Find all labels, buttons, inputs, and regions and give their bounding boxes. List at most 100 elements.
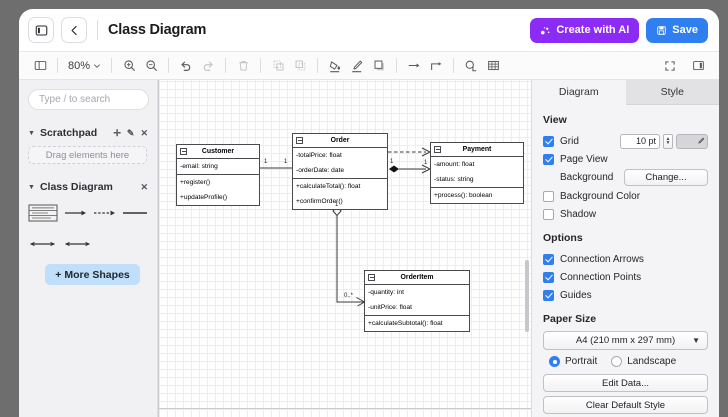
toolbar-separator: [260, 58, 262, 73]
dependency-arrow-icon[interactable]: [94, 208, 116, 218]
uml-class-customer[interactable]: Customer -email: string +register() +upd…: [176, 144, 260, 206]
to-front-icon[interactable]: [267, 55, 289, 77]
guides-checkbox[interactable]: [543, 289, 554, 301]
class-diagram-section-header[interactable]: ▼ Class Diagram ✕: [28, 181, 148, 193]
bidirectional-line-alt-icon[interactable]: [65, 239, 90, 249]
tab-style[interactable]: Style: [625, 80, 719, 105]
uml-class-name: Payment: [462, 146, 492, 153]
shadow-checkbox[interactable]: [543, 208, 554, 220]
uml-class-order[interactable]: Order -totalPrice: float -orderDate: dat…: [292, 133, 388, 210]
connection-arrows-checkbox[interactable]: [543, 253, 554, 265]
uml-class-orderitem[interactable]: OrderItem -quantity: int -unitPrice: flo…: [364, 270, 470, 332]
association-arrow-icon[interactable]: [65, 208, 87, 218]
format-panel: Diagram Style View Grid ▲ ▼: [531, 80, 719, 417]
uml-class-payment[interactable]: Payment -amount: float -status: string +…: [430, 142, 524, 204]
search-input[interactable]: [28, 89, 149, 110]
grid-size-input[interactable]: [620, 133, 660, 149]
connection-points-checkbox[interactable]: [543, 271, 554, 283]
collapse-icon[interactable]: [368, 274, 375, 281]
page-boundary-left: [158, 80, 159, 417]
page-boundary-bottom: [158, 408, 531, 409]
uml-attribute-row: -amount: float: [434, 161, 475, 168]
connection-arrows-row: Connection Arrows: [543, 250, 708, 268]
class-shape-icon[interactable]: [28, 204, 58, 222]
toolbar-separator: [453, 58, 455, 73]
grid-color-swatch[interactable]: [676, 133, 708, 149]
uml-methods-section: +register() +updateProfile(): [177, 175, 259, 205]
back-button[interactable]: [61, 17, 87, 43]
uml-attributes-section: -amount: float -status: string: [431, 157, 523, 188]
uml-method-row: +calculateTotal(): float: [296, 183, 361, 190]
zoom-out-icon[interactable]: [140, 55, 162, 77]
clear-default-style-button[interactable]: Clear Default Style: [543, 396, 708, 414]
scratchpad-dropzone[interactable]: Drag elements here: [28, 146, 147, 164]
create-with-ai-button[interactable]: Create with AI: [530, 17, 640, 43]
uml-class-name: OrderItem: [400, 274, 434, 281]
tab-diagram[interactable]: Diagram: [532, 80, 626, 105]
grid-row: Grid ▲ ▼: [543, 132, 708, 150]
background-color-row: Background Color: [543, 187, 708, 205]
portrait-radio[interactable]: [549, 356, 560, 367]
shadow-label: Shadow: [560, 208, 597, 220]
plain-line-icon[interactable]: [123, 208, 147, 218]
fullscreen-icon[interactable]: [659, 55, 681, 77]
format-panel-icon[interactable]: [687, 55, 709, 77]
bidirectional-line-icon[interactable]: [30, 239, 55, 249]
uml-method-row: +register(): [180, 179, 211, 186]
plus-icon[interactable]: ✛: [113, 127, 121, 138]
line-color-icon[interactable]: [346, 55, 368, 77]
panel-toggle-icon[interactable]: [29, 55, 51, 77]
collapse-icon[interactable]: [296, 137, 303, 144]
toggle-sidebar-button[interactable]: [28, 17, 54, 43]
portrait-label: Portrait: [565, 356, 598, 367]
insert-table-icon[interactable]: [482, 55, 504, 77]
edge-label: 1: [424, 160, 428, 166]
collapse-icon[interactable]: [434, 146, 441, 153]
eyedropper-icon: [698, 137, 705, 144]
edge-label: 1: [264, 159, 268, 165]
to-back-icon[interactable]: [289, 55, 311, 77]
uml-method-row: +confirmOrder(): [296, 198, 343, 205]
close-icon[interactable]: ✕: [140, 127, 148, 138]
collapse-icon[interactable]: [180, 148, 187, 155]
background-change-button[interactable]: Change...: [624, 169, 708, 186]
grid-size-stepper[interactable]: ▲ ▼: [663, 133, 673, 149]
canvas-vertical-scrollbar[interactable]: [525, 260, 529, 332]
paper-size-value: A4 (210 mm x 297 mm): [575, 335, 676, 346]
scratchpad-actions: ✛ ✎ ✕: [113, 127, 148, 138]
page-view-label: Page View: [560, 153, 608, 165]
scratchpad-section-header[interactable]: ▼ Scratchpad ✛ ✎ ✕: [28, 127, 148, 139]
zoom-level-dropdown[interactable]: 80%: [64, 60, 105, 72]
stepper-up-icon: ▲: [665, 136, 671, 142]
uml-methods-section: +calculateSubtotal(): float: [365, 316, 469, 331]
straight-connector-icon[interactable]: [403, 55, 425, 77]
close-icon[interactable]: ✕: [140, 181, 148, 192]
app-body: ▼ Scratchpad ✛ ✎ ✕ Drag elements here ▼ …: [19, 80, 719, 417]
zoom-in-icon[interactable]: [118, 55, 140, 77]
uml-attributes-section: -quantity: int -unitPrice: float: [365, 285, 469, 316]
fill-color-icon[interactable]: [324, 55, 346, 77]
uml-attribute-row: -totalPrice: float: [296, 152, 342, 159]
save-button[interactable]: Save: [646, 17, 708, 43]
edit-data-button[interactable]: Edit Data...: [543, 374, 708, 392]
pencil-icon[interactable]: ✎: [126, 127, 135, 138]
background-color-checkbox[interactable]: [543, 190, 554, 202]
panel-left-icon: [35, 25, 47, 35]
page-view-checkbox[interactable]: [543, 153, 554, 165]
redo-icon[interactable]: [197, 55, 219, 77]
shadow-icon[interactable]: [368, 55, 390, 77]
insert-shape-icon[interactable]: [460, 55, 482, 77]
zoom-level-value: 80%: [68, 59, 91, 72]
more-shapes-button[interactable]: + More Shapes: [45, 264, 140, 285]
undo-icon[interactable]: [175, 55, 197, 77]
grid-checkbox[interactable]: [543, 135, 554, 147]
paper-size-select[interactable]: A4 (210 mm x 297 mm) ▼: [543, 331, 708, 350]
guides-label: Guides: [560, 289, 592, 301]
page-title: Class Diagram: [108, 22, 207, 38]
landscape-radio[interactable]: [611, 356, 623, 367]
page-view-row: Page View: [543, 150, 708, 168]
diagram-canvas[interactable]: Customer -email: string +register() +upd…: [158, 80, 531, 417]
elbow-connector-icon[interactable]: [425, 55, 447, 77]
save-disk-icon: [657, 25, 667, 35]
delete-trash-icon[interactable]: [232, 55, 254, 77]
